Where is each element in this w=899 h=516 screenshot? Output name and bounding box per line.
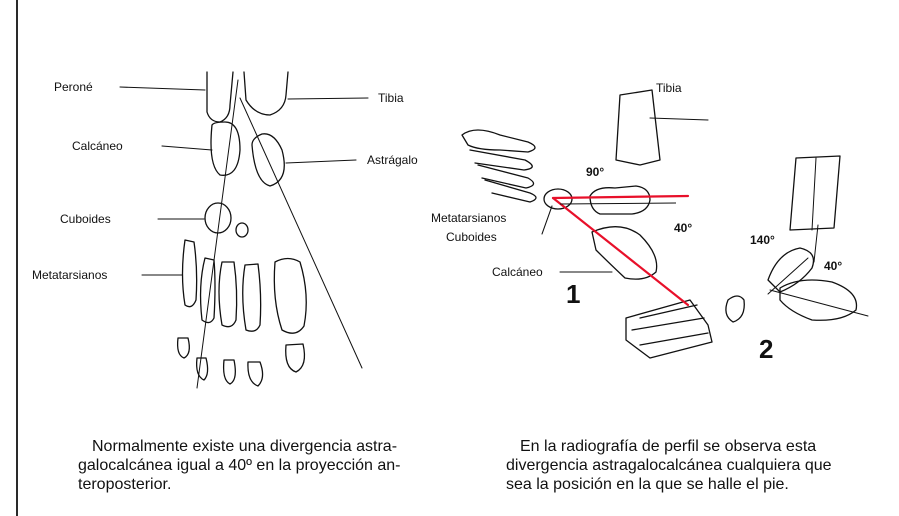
lat1-astragalo: [590, 186, 650, 214]
label-cuboides: Cuboides: [60, 212, 111, 226]
label-metatarsianos: Metatarsianos: [32, 268, 107, 282]
label-cuboides-right: Cuboides: [446, 230, 497, 244]
angle-40: 40°: [674, 221, 692, 235]
phalanx-4: [248, 362, 263, 386]
phalanx-1: [178, 338, 190, 358]
metatarsal-3: [219, 262, 237, 327]
navicular-bone: [236, 223, 248, 237]
ap-calcaneo-axis: [197, 80, 238, 388]
label-astragalo: Astrágalo: [367, 153, 418, 167]
red-astragalo-line: [553, 196, 688, 198]
label-tibia-right: Tibia: [656, 81, 682, 95]
label-tibia: Tibia: [378, 91, 404, 105]
leader-astragalo: [286, 160, 356, 163]
ap-foot-bones: [178, 72, 307, 386]
caption-right: En la radiografía de perfil se observa e…: [506, 437, 891, 494]
calcaneo-bone: [211, 122, 240, 175]
phalanx-3: [224, 360, 236, 384]
label-calcaneo: Calcáneo: [72, 139, 123, 153]
lat1-sesamoid: [726, 296, 744, 322]
lat2-calcaneo-axis: [770, 290, 868, 316]
angle-140: 140°: [750, 233, 775, 247]
angle-40-second: 40°: [824, 259, 842, 273]
leader-tibia: [288, 98, 368, 99]
caption-left: Normalmente existe una divergencia astra…: [78, 437, 443, 494]
leader-perone: [120, 87, 205, 90]
lateral-foot-2: [768, 156, 868, 320]
caption-left-line-1: Normalmente existe una divergencia astra…: [78, 437, 443, 456]
metatarsal-1: [183, 240, 197, 307]
label-calcaneo-right: Calcáneo: [492, 265, 543, 279]
metatarsal-5: [274, 259, 306, 334]
caption-left-line-3: teroposterior.: [78, 475, 443, 494]
label-metatarsianos-right: Metatarsianos: [431, 211, 506, 225]
figure-number-2: 2: [759, 334, 773, 364]
figure-number-1: 1: [566, 279, 580, 309]
lat1-metatarsals-back: [462, 130, 535, 152]
lat1-tibia: [616, 90, 660, 165]
leader-calcaneo: [162, 146, 212, 150]
leader-tibia-right: [650, 118, 708, 120]
angle-90: 90°: [586, 165, 604, 179]
phalanx-5: [286, 344, 305, 372]
metatarsal-4: [243, 264, 261, 331]
caption-left-line-2: galocalcánea igual a 40º en la proyecció…: [78, 456, 443, 475]
leader-cuboides-right: [542, 206, 552, 234]
tibia-bone: [244, 72, 288, 115]
caption-right-line-2: divergencia astragalocalcánea cualquiera…: [506, 456, 891, 475]
lat2-astragalo: [768, 248, 814, 292]
caption-right-line-3: sea la posición en la que se halle el pi…: [506, 475, 891, 494]
caption-right-line-1: En la radiografía de perfil se observa e…: [506, 437, 891, 456]
perone-bone: [207, 72, 233, 122]
label-perone: Peroné: [54, 80, 93, 94]
anatomy-figure: Peroné Tibia Calcáneo Astrágalo Cuboides…: [0, 0, 899, 430]
